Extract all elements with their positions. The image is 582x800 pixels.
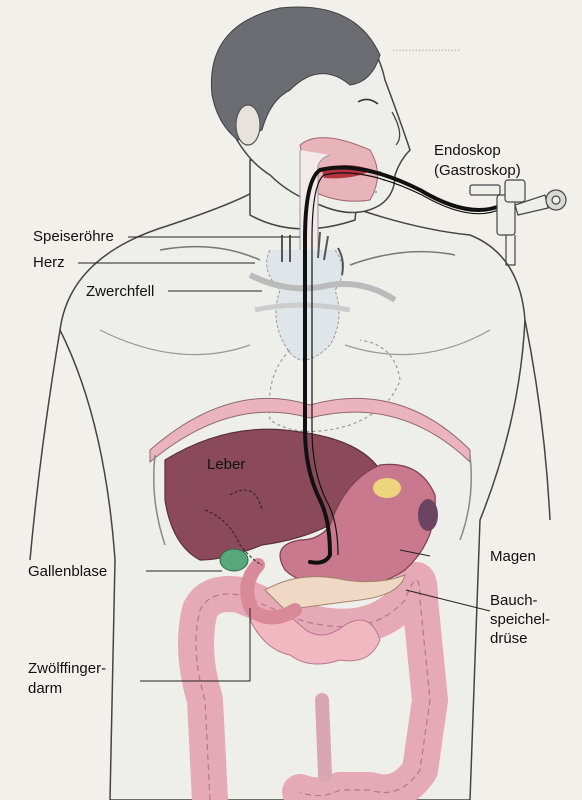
label-gallenblase: Gallenblase [28,563,107,581]
stomach-highlight [373,478,401,498]
label-zwoelffingerdarm-1: Zwölffinger- [28,660,106,678]
label-zwoelffingerdarm-2: darm [28,680,62,698]
label-speiseroehre: Speiseröhre [33,228,114,246]
ear [236,105,260,145]
label-herz: Herz [33,254,65,272]
label-leber: Leber [207,456,245,474]
rectum [322,700,325,775]
label-endoskop: Endoskop [434,142,501,160]
label-zwerchfell: Zwerchfell [86,283,154,301]
label-bauchspeicheldruese-2: speichel- [490,611,550,629]
left-arm-line [30,330,60,560]
label-magen: Magen [490,548,536,566]
gallbladder [220,549,248,571]
label-bauchspeicheldruese-1: Bauch- [490,592,538,610]
label-bauchspeicheldruese-3: drüse [490,630,528,648]
spleen [418,499,438,531]
label-gastroskop: (Gastroskop) [434,162,521,180]
right-arm-line [525,320,550,520]
